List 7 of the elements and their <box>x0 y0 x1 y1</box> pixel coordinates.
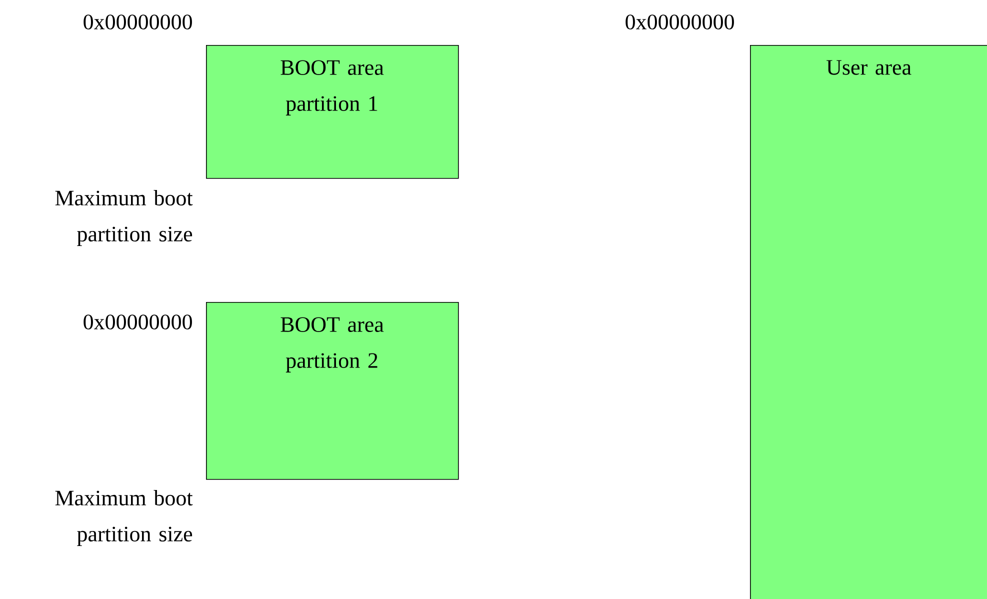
memory-region: BOOT area partition 1 <box>206 45 459 179</box>
memory-region: User area <box>750 45 987 599</box>
memory-region: BOOT area partition 2 <box>206 302 459 480</box>
address-label: 0x00000000 <box>84 14 192 30</box>
address-label: Maximum boot partition size <box>55 190 193 246</box>
address-label: 0x00000000 <box>626 14 734 30</box>
address-label: Maximum boot partition size <box>55 490 193 546</box>
